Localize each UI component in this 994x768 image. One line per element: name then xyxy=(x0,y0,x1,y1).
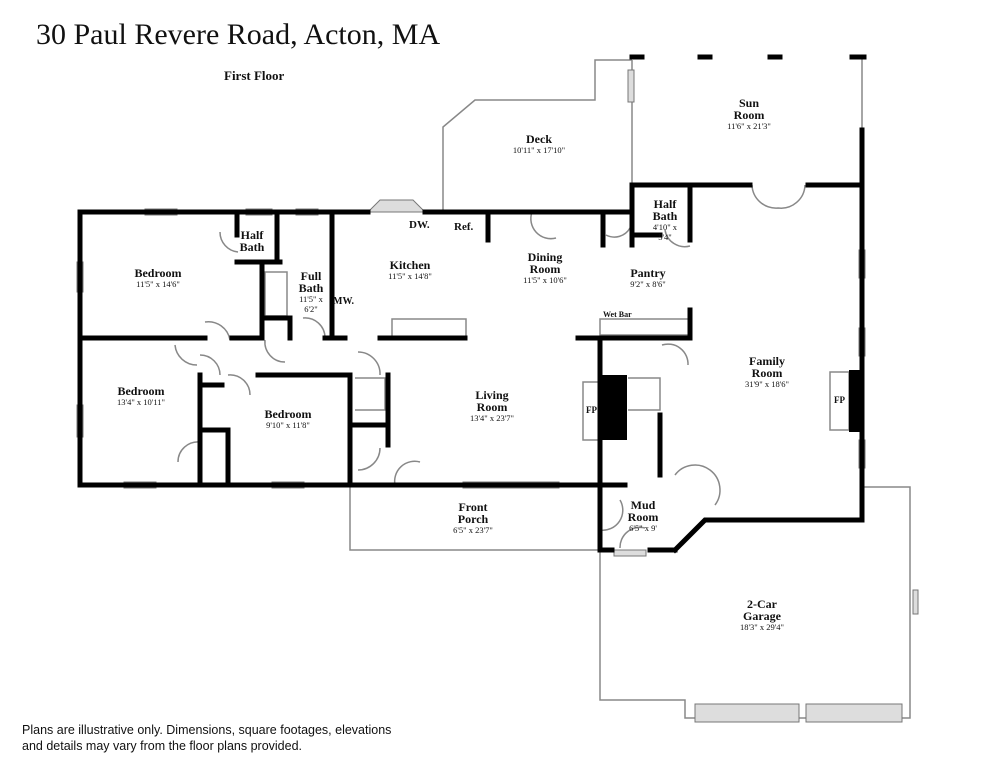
wet-bar-label: Wet Bar xyxy=(603,310,632,319)
refrigerator-label: Ref. xyxy=(454,221,474,233)
walls xyxy=(77,54,867,554)
chimney-right xyxy=(849,370,862,432)
deck-outline xyxy=(442,59,632,212)
kitchen-island xyxy=(391,318,467,339)
fireplace-label-right: FP xyxy=(834,395,845,405)
outline-thin xyxy=(174,57,911,719)
chimney-left xyxy=(601,375,627,440)
stairs xyxy=(355,377,386,411)
wet-bar-counter xyxy=(599,318,691,336)
door-swing xyxy=(219,231,239,253)
page-title: 30 Paul Revere Road, Acton, MA xyxy=(36,18,441,51)
room-half-bath-1: Half Bath xyxy=(239,228,265,254)
garage-outline xyxy=(599,486,911,719)
bay-window xyxy=(366,199,427,213)
disclaimer: Plans are illustrative only. Dimensions,… xyxy=(22,723,392,753)
dishwasher-label: DW. xyxy=(409,219,430,231)
floor-label: First Floor xyxy=(224,68,285,83)
shower xyxy=(264,271,288,317)
fireplace-label-left: FP xyxy=(586,405,597,415)
microwave-label: MW. xyxy=(333,296,355,307)
porch-outline xyxy=(349,485,598,551)
